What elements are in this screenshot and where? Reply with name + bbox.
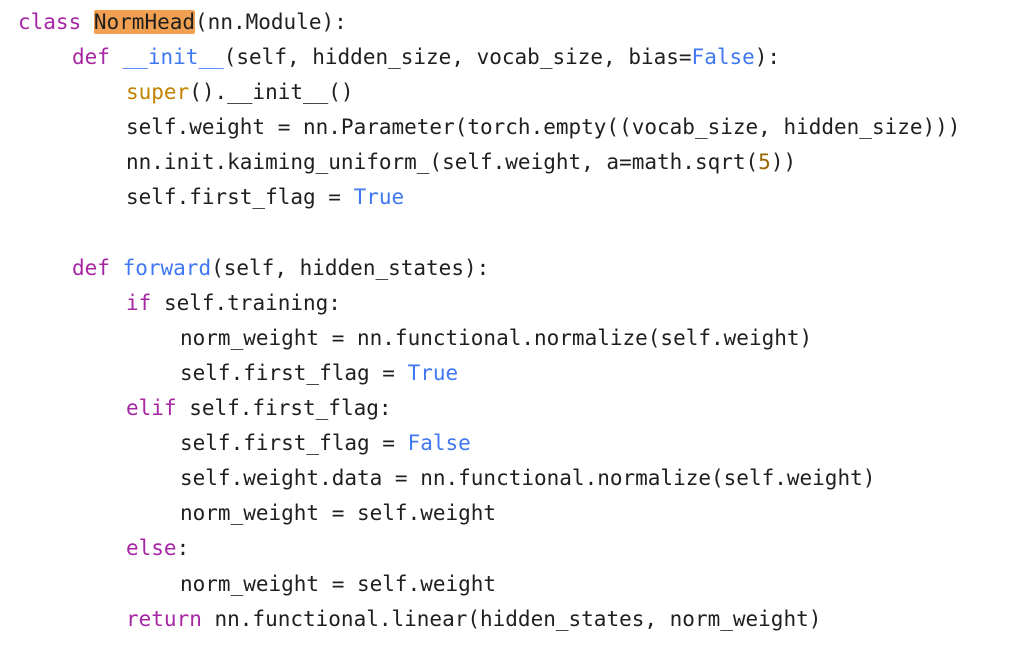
code-token: norm_weight = nn.functional.normalize(se…	[180, 325, 813, 350]
code-line: def forward(self, hidden_states):	[18, 251, 1018, 286]
code-line: elif self.first_flag:	[18, 391, 1018, 426]
code-line: if self.training:	[18, 286, 1018, 321]
code-line: self.weight.data = nn.functional.normali…	[18, 461, 1018, 496]
code-token: (self, hidden_states):	[211, 255, 490, 280]
code-token: self.first_flag =	[126, 185, 354, 210]
code-token: self.training:	[151, 290, 341, 315]
code-line: norm_weight = self.weight	[18, 496, 1018, 531]
code-block: class NormHead(nn.Module):def __init__(s…	[18, 5, 1018, 637]
code-line: super().__init__()	[18, 75, 1018, 110]
code-token: self.weight = nn.Parameter(torch.empty((…	[126, 115, 961, 140]
keyword-token: class	[18, 10, 82, 34]
code-line: norm_weight = nn.functional.normalize(se…	[18, 321, 1018, 356]
keyword-token: else	[126, 536, 177, 561]
function-name-token: __init__	[122, 45, 224, 70]
code-line: nn.init.kaiming_uniform_(self.weight, a=…	[18, 145, 1018, 180]
code-token: self.first_flag:	[176, 396, 392, 421]
code-line: self.weight = nn.Parameter(torch.empty((…	[18, 110, 1018, 145]
code-token: ().__init__()	[189, 80, 354, 105]
keyword-token: if	[126, 290, 152, 315]
number-token: 5	[758, 150, 771, 175]
keyword-token: elif	[126, 396, 177, 421]
keyword-token: def	[72, 45, 110, 70]
code-line: self.first_flag = True	[18, 356, 1018, 391]
highlighted-class-name: NormHead	[93, 10, 196, 34]
builtin-token: super	[126, 80, 190, 105]
code-token	[110, 256, 123, 280]
keyword-token: return	[126, 606, 202, 631]
code-line: else:	[18, 531, 1018, 566]
constant-token: False	[407, 431, 471, 456]
code-token: self.weight.data = nn.functional.normali…	[180, 466, 876, 491]
code-token: nn.functional.linear(hidden_states, norm…	[201, 606, 822, 631]
code-line: self.first_flag = False	[18, 426, 1018, 461]
code-line	[18, 216, 1018, 251]
code-token	[81, 10, 94, 34]
code-line: self.first_flag = True	[18, 180, 1018, 215]
constant-token: True	[353, 185, 405, 210]
code-line: def __init__(self, hidden_size, vocab_si…	[18, 40, 1018, 75]
keyword-token: def	[72, 255, 110, 280]
code-token: (self, hidden_size, vocab_size, bias=	[223, 45, 692, 70]
code-token: (nn.Module):	[195, 10, 347, 34]
code-token: ))	[770, 150, 797, 175]
constant-token: False	[691, 45, 755, 70]
constant-token: True	[407, 360, 459, 385]
code-line: return nn.functional.linear(hidden_state…	[18, 602, 1018, 637]
code-token: norm_weight = self.weight	[180, 571, 497, 596]
code-token: :	[176, 536, 190, 561]
code-token: nn.init.kaiming_uniform_(self.weight, a=…	[126, 150, 759, 175]
code-line: norm_weight = self.weight	[18, 567, 1018, 602]
code-line: class NormHead(nn.Module):	[18, 5, 1018, 40]
code-token: self.first_flag =	[180, 431, 408, 456]
code-token: norm_weight = self.weight	[180, 501, 497, 526]
code-token	[110, 45, 123, 69]
function-name-token: forward	[122, 255, 212, 280]
code-token: ):	[754, 45, 781, 70]
code-token: self.first_flag =	[180, 360, 408, 385]
